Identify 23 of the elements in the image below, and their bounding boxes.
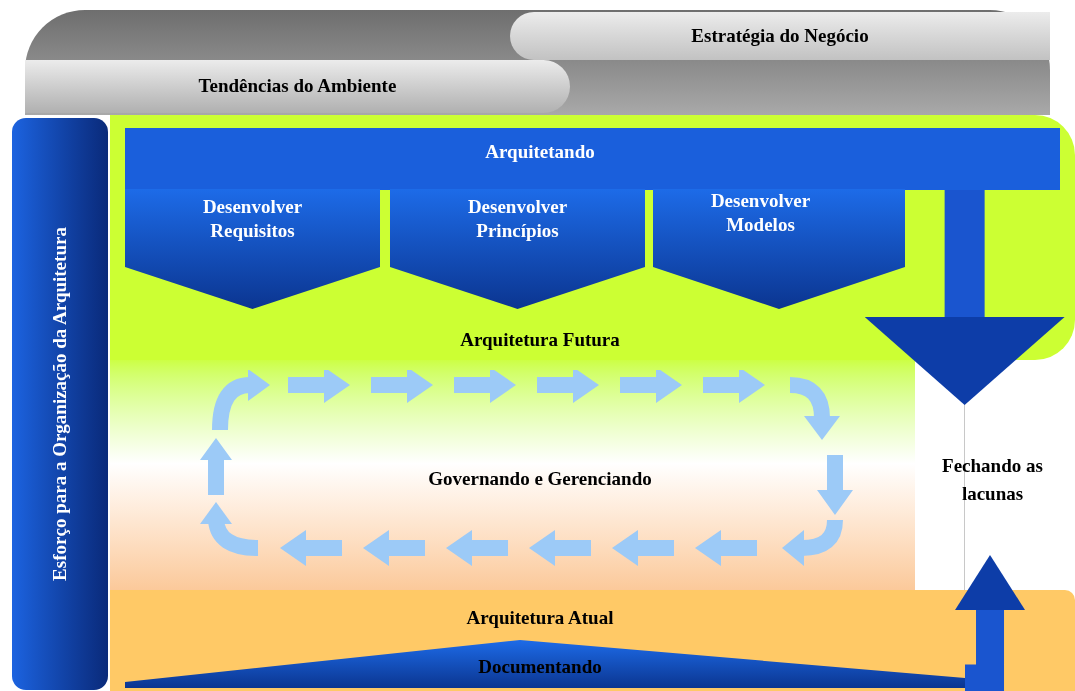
node-label: Desenvolver Modelos xyxy=(709,189,812,237)
node-label: Tendências do Ambiente xyxy=(198,74,397,99)
side-bar xyxy=(12,118,108,690)
node-label: Documentando xyxy=(477,655,603,679)
node-label: Desenvolver Requisitos xyxy=(201,195,304,243)
process-step xyxy=(390,189,645,309)
node-label: Estratégia do Negócio xyxy=(691,23,869,48)
node-label: Arquitetura Atual xyxy=(465,606,615,630)
node-label: Desenvolver Princípios xyxy=(466,195,569,243)
process-step xyxy=(125,189,380,309)
triangle-band xyxy=(125,640,965,688)
process-step xyxy=(653,189,905,309)
band xyxy=(110,590,1075,691)
block-arrow xyxy=(864,190,1065,405)
node-label: Esforço para a Organização da Arquitetura xyxy=(47,227,71,581)
band xyxy=(25,60,570,113)
node-label: Fechando as lacunas xyxy=(941,453,1044,506)
band xyxy=(110,115,1075,360)
node-label: Arquitetura Futura xyxy=(459,327,621,352)
node-label: Arquitetando xyxy=(484,140,596,164)
process-banner xyxy=(125,128,1060,190)
cycle-area xyxy=(110,360,915,590)
band xyxy=(510,12,1050,60)
